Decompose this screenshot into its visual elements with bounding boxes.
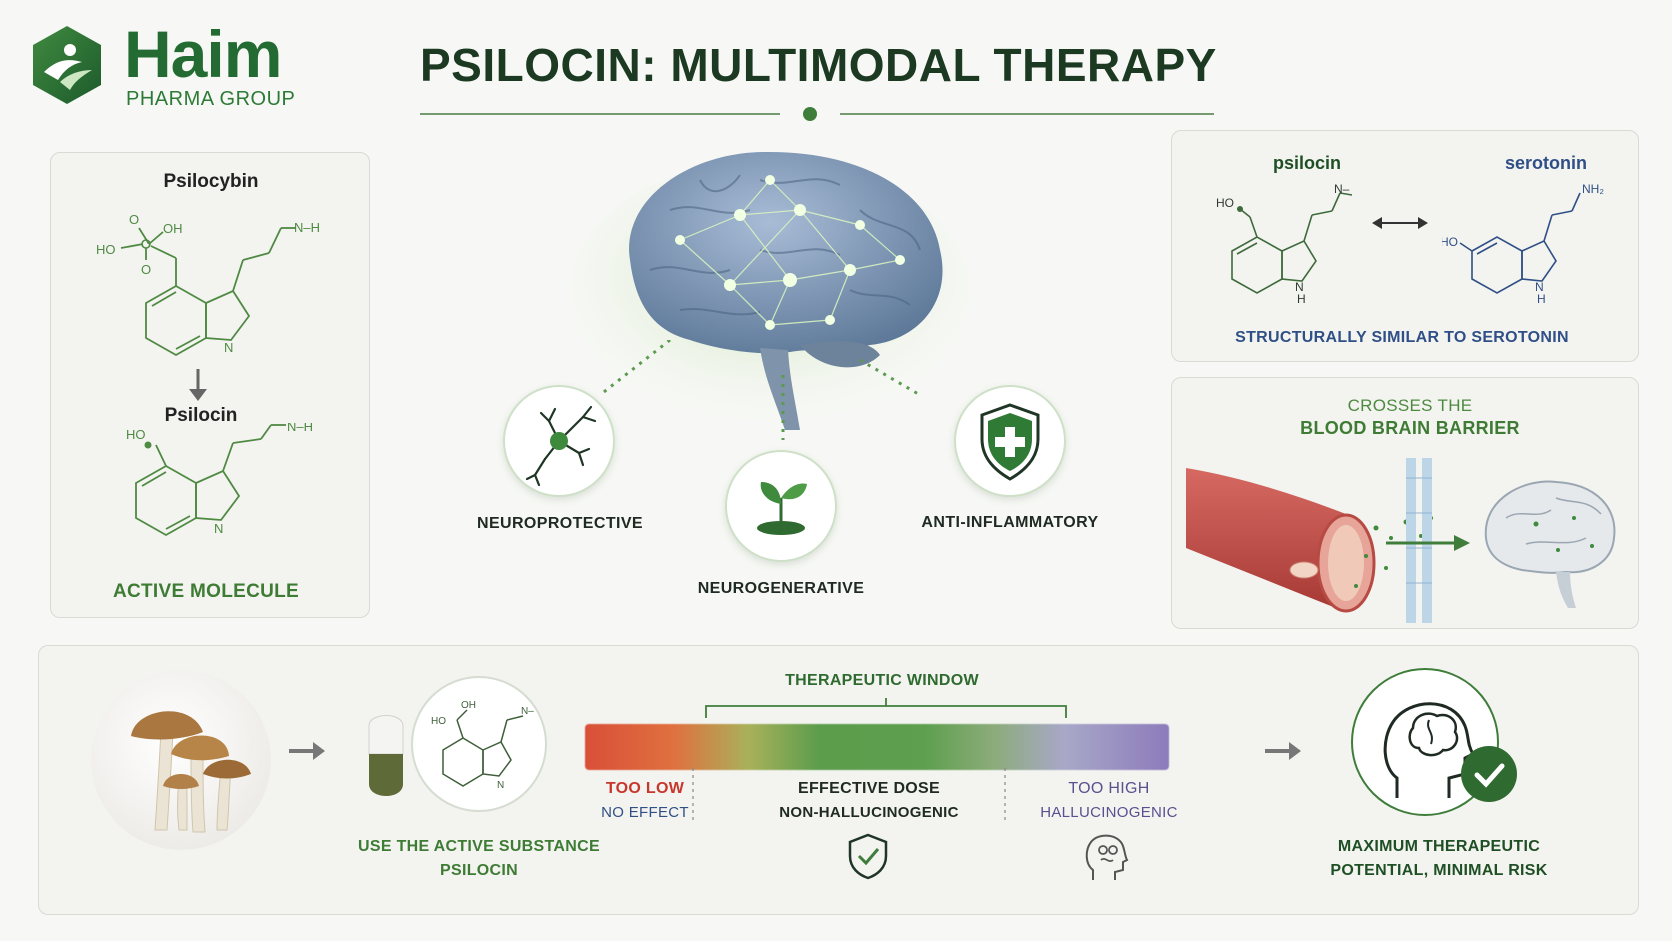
title-divider — [420, 107, 1214, 121]
down-arrow-icon — [189, 369, 207, 401]
source-caption-line1: USE THE ACTIVE SUBSTANCE — [358, 838, 600, 855]
neuron-icon — [525, 405, 597, 487]
atom-n-ring: N — [1295, 280, 1304, 294]
dose-mid-sub: NON-HALLUCINOGENIC — [779, 804, 959, 821]
sprout-icon — [757, 482, 807, 535]
psilocin-mini-structure: HO N– N H — [1216, 182, 1353, 306]
neurogenerative-badge — [725, 450, 837, 562]
similarity-caption: STRUCTURALLY SIMILAR TO SEROTONIN — [1235, 329, 1569, 346]
check-badge-icon — [1461, 746, 1517, 802]
therapeutic-window-bracket — [705, 698, 1067, 718]
result-line1: MAXIMUM THERAPEUTIC — [1337, 838, 1541, 855]
bbb-panel: CROSSES THE BLOOD BRAIN BARRIER — [1171, 377, 1639, 629]
dose-dividers — [692, 768, 1006, 824]
dosing-panel: HO OH N– N USE THE ACTIVE SUBSTANCE PSIL… — [38, 645, 1639, 915]
brain-connectors — [599, 340, 921, 440]
psilocin-label: Psilocin — [164, 405, 238, 426]
brain-head-icon — [1383, 702, 1476, 798]
logo — [30, 24, 104, 106]
dose-low-sub: NO EFFECT — [601, 804, 689, 821]
mushroom-photo — [91, 670, 271, 850]
atom-ho: HO — [1216, 196, 1234, 210]
psilocin-label: psilocin — [1272, 153, 1341, 173]
dose-mid-head: EFFECTIVE DOSE — [798, 780, 940, 797]
psilocybin-label: Psilocybin — [163, 171, 259, 192]
psilocin-structure: HO N–H N — [126, 423, 313, 537]
atom-ho: HO — [126, 427, 146, 442]
shield-plus-icon — [980, 403, 1040, 481]
atom-h: H — [1297, 292, 1306, 306]
serotonin-mini-structure: NH₂ HO N H — [1442, 182, 1604, 306]
source-caption-line2: PSILOCIN — [440, 862, 518, 879]
capsule-molecule-badge: HO OH N– N — [411, 676, 547, 812]
atom-ho: HO — [1442, 235, 1458, 249]
atom-n: N — [224, 340, 233, 355]
arrow-right-icon — [289, 742, 325, 760]
atom-n: N — [214, 521, 223, 536]
dose-gradient-bar — [585, 724, 1169, 770]
active-molecule-caption: ACTIVE MOLECULE — [112, 581, 300, 602]
atom-oh: OH — [461, 700, 476, 711]
atom-h: H — [1537, 292, 1546, 306]
page-title: PSILOCIN: MULTIMODAL THERAPY — [420, 39, 1217, 91]
psilocybin-structure: O OH HO O N–H N — [96, 212, 320, 357]
double-arrow-icon — [1372, 217, 1428, 229]
hallucination-head-icon — [1085, 834, 1129, 880]
atom-ho: HO — [431, 716, 446, 727]
serotonin-label: serotonin — [1504, 153, 1587, 173]
psilocin-molecule-icon: HO OH N– N — [431, 700, 534, 791]
result-line2: POTENTIAL, MINIMAL RISK — [1330, 862, 1548, 879]
capsule-icon — [367, 706, 405, 802]
blood-vessel-illustration — [1186, 458, 1616, 623]
neurogenerative-label: NEUROGENERATIVE — [697, 580, 865, 597]
shield-check-icon — [848, 833, 888, 880]
atom-n: N– — [1334, 182, 1350, 196]
bbb-line1: CROSSES THE — [1347, 396, 1473, 415]
similarity-panel: psilocin serotonin HO N– N H — [1171, 130, 1639, 362]
brand-subtitle: PHARMA GROUP — [126, 88, 296, 110]
bbb-line2: BLOOD BRAIN BARRIER — [1300, 418, 1520, 438]
atom-nh: N–H — [294, 220, 320, 235]
anti-inflammatory-badge — [954, 385, 1066, 497]
atom-oh: OH — [163, 221, 183, 236]
atom-o-top: O — [129, 212, 139, 227]
arrow-right-icon-2 — [1265, 742, 1301, 760]
brand-name: Haim — [124, 17, 282, 91]
atom-o-bottom: O — [141, 262, 151, 277]
atom-nh2: NH₂ — [1582, 182, 1604, 196]
therapeutic-window-label: THERAPEUTIC WINDOW — [785, 672, 979, 689]
dose-low-head: TOO LOW — [605, 780, 685, 797]
atom-n: N– — [521, 706, 534, 717]
neuroprotective-label: NEUROPROTECTIVE — [476, 515, 643, 532]
dose-high-head: TOO HIGH — [1068, 780, 1150, 797]
mushroom-icon — [131, 711, 251, 833]
neuroprotective-badge — [503, 385, 615, 497]
atom-n-ring: N — [497, 780, 504, 791]
anti-inflammatory-label: ANTI-INFLAMMATORY — [921, 514, 1099, 531]
brain-network-illustration — [570, 151, 970, 430]
dose-high-sub: HALLUCINOGENIC — [1040, 804, 1178, 821]
atom-ho: HO — [96, 242, 116, 257]
atom-n-ring: N — [1535, 280, 1544, 294]
atom-nh: N–H — [287, 423, 313, 434]
molecule-panel: Psilocybin O OH HO O N–H N — [50, 152, 370, 618]
hexagon-logo-icon — [33, 26, 101, 104]
